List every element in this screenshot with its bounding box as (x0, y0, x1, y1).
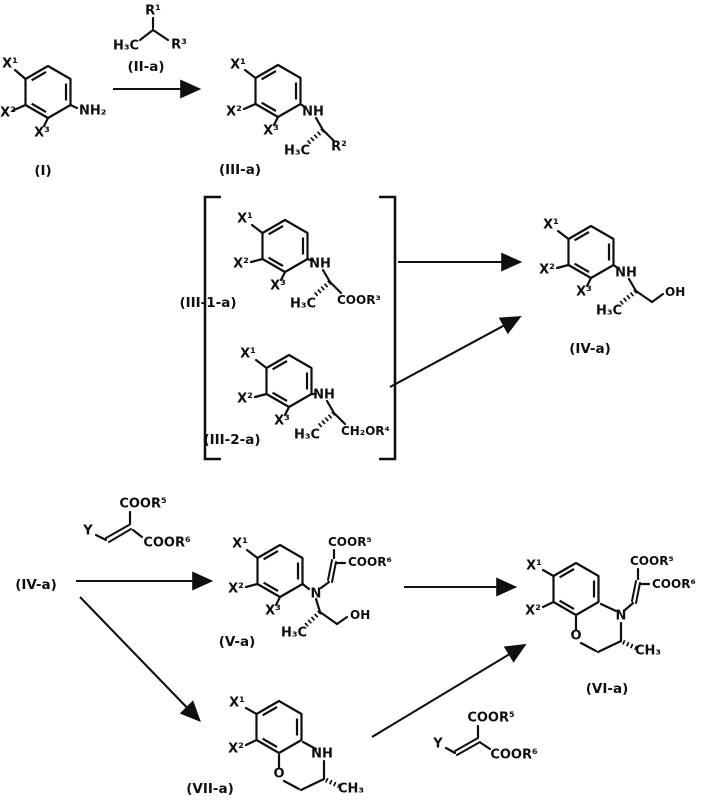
compound-VII-a: X¹ X² O NH CH₃ (VII-a) (186, 696, 364, 798)
methyl-ch3: CH₃ (338, 782, 364, 797)
substituent-x1: X¹ (230, 58, 246, 73)
methyl-h3c: H₃C (281, 626, 307, 641)
reagent-II-a: R¹ H₃C R³ (II-a) (113, 4, 187, 76)
substituent-x3: X³ (265, 604, 281, 619)
ester-coor6: COOR⁶ (652, 577, 696, 591)
compound-VI-a: X¹ X² O N CH₃ COOR⁵ COOR⁶ (VI-a) (525, 554, 696, 697)
substituent-x1: X¹ (240, 347, 256, 362)
compound-IV-a-label: (IV-a) (569, 341, 611, 357)
amine-nh: NH (313, 388, 335, 403)
group-r1: R¹ (145, 4, 161, 19)
substituent-x1: X¹ (229, 696, 245, 711)
compound-IV-a: X¹ X² X³ NH H₃C OH (IV-a) (539, 218, 685, 358)
arrow-III2a-to-IVa (389, 316, 522, 388)
substituent-x3: X³ (34, 126, 50, 141)
hydroxyl-oh: OH (665, 285, 685, 299)
reagent-acrylate-2: Y COOR⁵ COOR⁶ (432, 711, 538, 763)
substituent-x1: X¹ (2, 57, 18, 72)
substituent-x3: X³ (274, 414, 290, 429)
substituent-x3: X³ (263, 124, 279, 139)
ester-coor5: COOR⁵ (630, 554, 674, 568)
amine-nh2: NH₂ (79, 104, 106, 119)
compound-I: X¹ X² X³ NH₂ (I) (0, 57, 106, 180)
methyl-h3c: H₃C (284, 144, 310, 159)
methyl-h3c: H₃C (290, 297, 316, 312)
ester-coor6: COOR⁶ (348, 555, 392, 569)
substituent-x1: X¹ (232, 537, 248, 552)
compound-III-a: X¹ X² X³ NH H₃C R² (III-a) (219, 58, 347, 179)
substituent-x1: X¹ (526, 559, 542, 574)
amine-n: N (311, 587, 322, 602)
ester-coor6: COOR⁶ (490, 748, 538, 763)
compound-VI-a-label: (VI-a) (586, 681, 629, 697)
methyl-h3c: H₃C (596, 304, 622, 319)
group-r3: R³ (171, 38, 187, 53)
bracket-left (203, 195, 221, 461)
substituent-x2: X² (237, 392, 253, 407)
compound-III-2-a-label: (III-2-a) (203, 432, 260, 448)
group-r2: R² (331, 140, 347, 155)
hydroxyl-oh: OH (350, 608, 370, 622)
substituent-x3: X³ (270, 279, 286, 294)
amine-nh: NH (615, 266, 637, 281)
substituent-x2: X² (539, 263, 555, 278)
substituent-x2: X² (226, 105, 242, 120)
compound-III-2-a-bonds (253, 358, 347, 429)
compound-IV-a-bonds (555, 229, 665, 306)
compound-III-1-a: X¹ X² X³ NH H₃C COOR³ (III-1-a) (179, 212, 380, 312)
ester-coor6: COOR⁶ (143, 536, 191, 551)
compound-V-a: X¹ X² X³ N COOR⁵ COOR⁶ H₃C OH (V-a) (219, 535, 392, 650)
bracket-right (379, 195, 397, 461)
reagent-acrylate-1: Y COOR⁵ COOR⁶ (82, 497, 191, 551)
ester-coor3: COOR³ (337, 293, 381, 307)
compound-III-2-a: X¹ X² X³ NH H₃C CH₂OR⁴ (III-2-a) (203, 347, 389, 449)
ring-oxygen: O (273, 767, 284, 782)
compound-V-a-label: (V-a) (219, 634, 256, 650)
substituent-x2: X² (228, 742, 244, 757)
group-y: Y (432, 737, 443, 752)
reagent-acrylate-2-bonds (444, 724, 492, 756)
group-y: Y (82, 524, 93, 539)
methyl-ch3: CH₃ (635, 644, 661, 659)
arrow-VIIa-to-VIa (371, 643, 527, 738)
compound-V-a-bonds (244, 548, 349, 629)
ring-nh: NH (311, 747, 333, 762)
compound-III-1-a-label: (III-1-a) (179, 295, 236, 311)
substituent-x3: X³ (576, 285, 592, 300)
compound-III-a-bonds (242, 68, 336, 146)
compound-I-label: (I) (34, 163, 51, 179)
substituent-x2: X² (228, 582, 244, 597)
ester-coor5: COOR⁵ (467, 711, 514, 726)
reagent-acrylate-1-bonds (94, 510, 144, 543)
compound-VI-a-bonds (541, 567, 651, 654)
ring-nitrogen: N (616, 609, 627, 624)
substituent-x1: X¹ (237, 212, 253, 227)
compound-I-bonds (12, 68, 79, 128)
compound-VII-a-bonds (244, 706, 340, 792)
compound-III-a-label: (III-a) (219, 162, 261, 178)
methyl-h3c: H₃C (294, 428, 320, 443)
substituent-x2: X² (525, 604, 541, 619)
substituent-x1: X¹ (543, 218, 559, 233)
amine-nh: NH (309, 257, 331, 272)
ester-coor5: COOR⁵ (328, 535, 372, 549)
reagent-II-a-bonds (138, 16, 170, 42)
ester-coor5: COOR⁵ (119, 497, 166, 512)
compound-VII-a-label: (VII-a) (186, 781, 234, 797)
substituent-x2: X² (0, 106, 16, 121)
amine-nh: NH (302, 105, 324, 120)
ring-oxygen: O (570, 629, 581, 644)
compound-III-1-a-bonds (249, 223, 343, 298)
methyl-h3c: H₃C (113, 39, 139, 54)
reagent-II-a-label: (II-a) (127, 59, 164, 75)
arrow-IVa-to-VIIa (79, 596, 201, 723)
compound-IV-a-start-label: (IV-a) (15, 577, 57, 593)
ether-ch2or4: CH₂OR⁴ (341, 424, 390, 438)
substituent-x2: X² (233, 257, 249, 272)
